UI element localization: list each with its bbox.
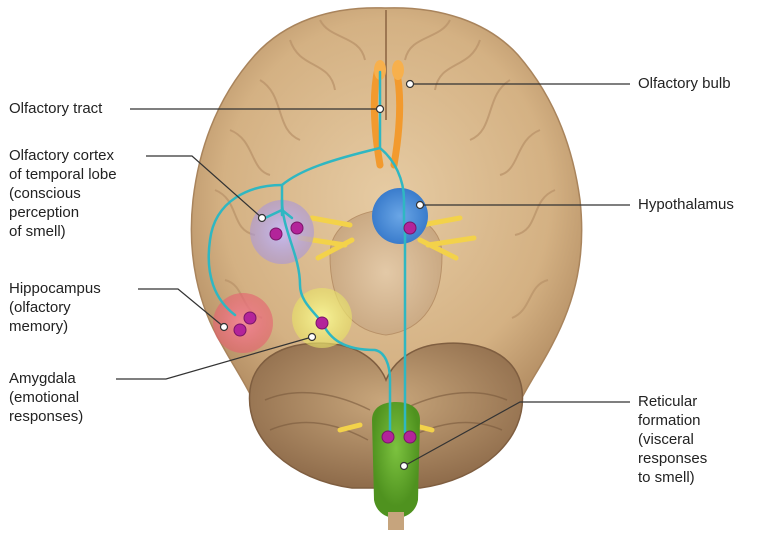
label-olfactory-tract: Olfactory tract bbox=[9, 99, 102, 118]
label-reticular-formation: Reticular formation (visceral responses … bbox=[638, 392, 707, 487]
label-olfactory-cortex: Olfactory cortex of temporal lobe (consc… bbox=[9, 146, 117, 241]
label-olfactory-bulb: Olfactory bulb bbox=[638, 74, 731, 93]
label-hippocampus: Hippocampus (olfactory memory) bbox=[9, 279, 101, 336]
hypothalamus-region bbox=[372, 188, 428, 244]
label-hypothalamus: Hypothalamus bbox=[638, 195, 734, 214]
reticular-formation-region bbox=[372, 402, 420, 518]
label-amygdala: Amygdala (emotional responses) bbox=[9, 369, 83, 426]
